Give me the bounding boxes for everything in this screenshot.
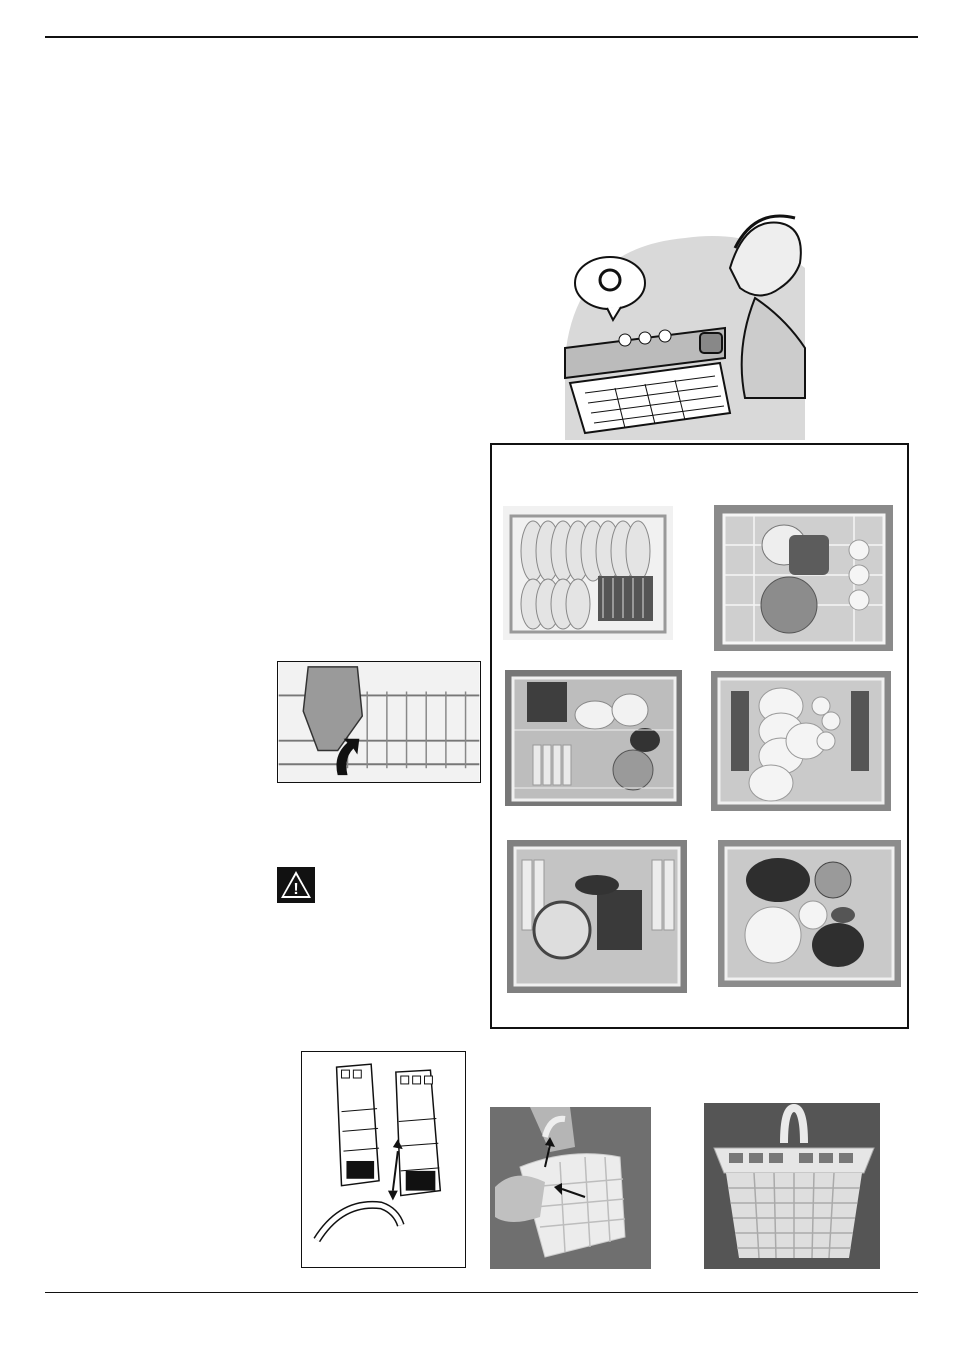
woman-loading-dishwasher-illustration bbox=[555, 208, 813, 440]
hand-assembling-basket-photo bbox=[490, 1107, 651, 1269]
loaded-rack-plates-cutlery-photo bbox=[503, 506, 673, 640]
assembled-cutlery-basket-photo bbox=[704, 1103, 880, 1269]
hand-lifting-rack-photo bbox=[277, 661, 481, 783]
warning-glyph: ! bbox=[293, 881, 298, 898]
footer-rule bbox=[45, 1292, 918, 1293]
header-rule bbox=[45, 36, 918, 38]
loaded-rack-mixed-photo bbox=[505, 670, 682, 806]
cutlery-basket-parts-drawing bbox=[301, 1051, 466, 1268]
warning-triangle-icon: ! bbox=[277, 867, 315, 903]
loaded-rack-cups-bowls-photo bbox=[714, 505, 893, 651]
loaded-rack-pots-bowls-photo bbox=[718, 840, 901, 987]
loaded-rack-pans-cutlery-photo bbox=[507, 840, 687, 993]
loaded-rack-bowls-cups-photo bbox=[711, 671, 891, 811]
